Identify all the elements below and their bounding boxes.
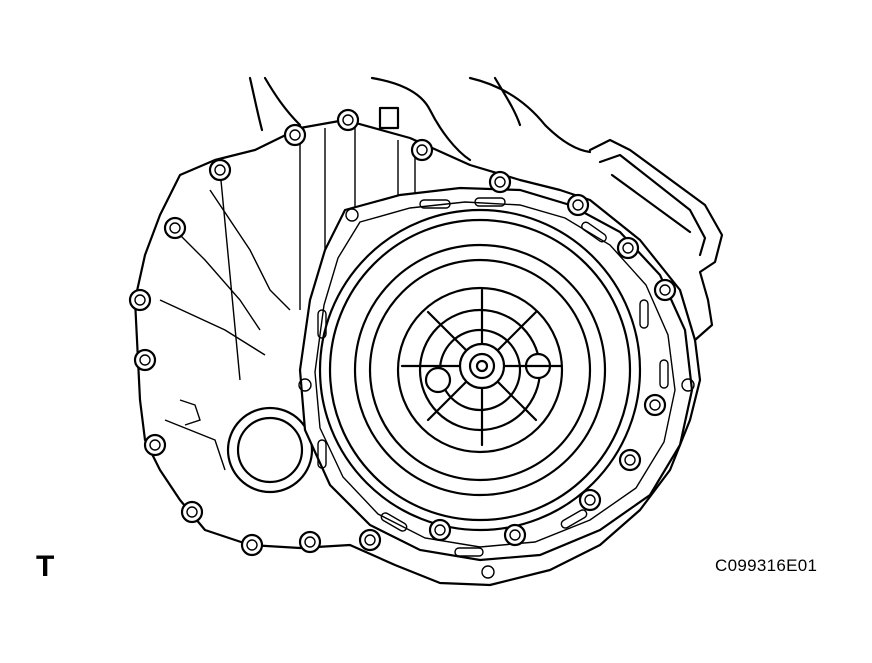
left-housing xyxy=(133,118,702,587)
bolt xyxy=(616,236,640,260)
bolt xyxy=(488,170,512,194)
bolt xyxy=(410,138,434,162)
view-label: T xyxy=(36,550,55,583)
bolt xyxy=(180,500,204,524)
bolt xyxy=(240,533,264,557)
bolt xyxy=(358,528,382,552)
bolt xyxy=(163,216,187,240)
bolt xyxy=(578,488,602,512)
upper-piping xyxy=(248,76,592,162)
figure-code: C099316E01 xyxy=(715,556,818,575)
bolt xyxy=(298,530,322,554)
lower-left-boss xyxy=(226,406,314,494)
right-bracket xyxy=(588,138,724,342)
hub-spokes xyxy=(400,288,564,447)
bolt xyxy=(133,348,157,372)
bolt xyxy=(618,448,642,472)
bolt xyxy=(336,108,360,132)
bolt xyxy=(643,393,667,417)
flange-slots xyxy=(298,197,695,579)
bolt xyxy=(283,123,307,147)
bolt xyxy=(428,518,452,542)
torque-converter xyxy=(318,208,642,532)
bolts xyxy=(128,108,677,557)
bolt xyxy=(653,278,677,302)
bolt xyxy=(128,288,152,312)
bolt xyxy=(143,433,167,457)
bolt xyxy=(566,193,590,217)
bolt xyxy=(208,158,232,182)
bolt xyxy=(503,523,527,547)
